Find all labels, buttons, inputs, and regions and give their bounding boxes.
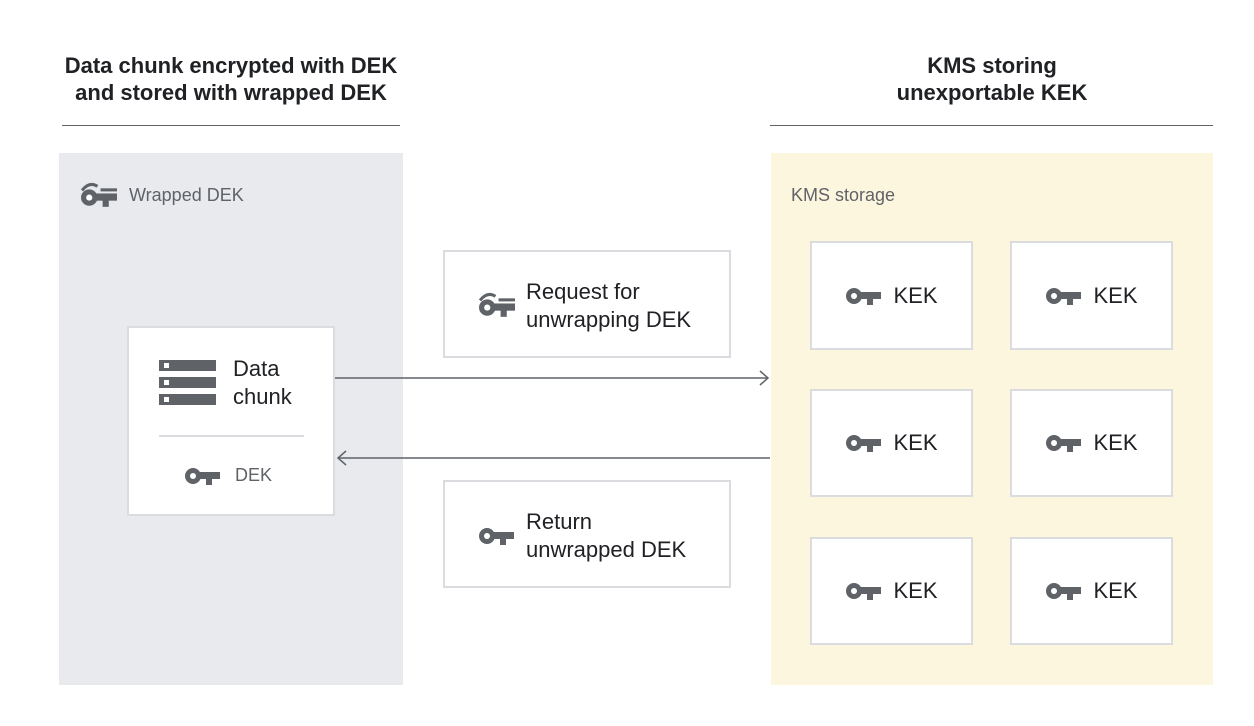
- key-icon: [845, 285, 881, 307]
- arrows: [335, 370, 770, 466]
- kek-label: KEK: [1093, 430, 1138, 455]
- divider-left: [62, 125, 400, 126]
- arrow-head-right: [759, 370, 770, 386]
- kek-box: KEK: [810, 241, 973, 350]
- kek-box: KEK: [1010, 537, 1173, 645]
- wrapped-dek-label: Wrapped DEK: [129, 185, 244, 205]
- left-title-line1: Data chunk encrypted with DEK: [64, 53, 398, 78]
- request-line1: Request for: [526, 279, 640, 304]
- request-line2: unwrapping DEK: [526, 307, 692, 332]
- kek-box: KEK: [1010, 241, 1173, 350]
- key-icon: [845, 580, 881, 602]
- request-box: Request for unwrapping DEK: [443, 250, 731, 358]
- kek-box: KEK: [1010, 389, 1173, 497]
- dek-label: DEK: [235, 465, 273, 485]
- kek-label: KEK: [1093, 282, 1138, 308]
- kek-label: KEK: [1093, 578, 1138, 603]
- key-icon: [845, 432, 881, 454]
- kek-label: KEK: [893, 282, 938, 308]
- data-chunk-box: Data chunk DEK: [127, 326, 335, 516]
- key-icon: [1045, 432, 1081, 454]
- right-title: KMS storing unexportable KEK: [780, 52, 1204, 106]
- kek-box: KEK: [810, 389, 973, 497]
- right-title-line2: unexportable KEK: [896, 80, 1088, 105]
- dek-key-icon: [184, 465, 220, 487]
- wrapped-key-icon: [80, 180, 117, 209]
- kek-label: KEK: [893, 430, 938, 455]
- right-title-line1: KMS storing: [927, 53, 1057, 78]
- left-title-line2: and stored with wrapped DEK: [75, 80, 387, 105]
- kek-box: KEK: [810, 537, 973, 645]
- key-icon: [1045, 285, 1081, 307]
- data-chunk-icon: [159, 360, 216, 405]
- divider-right: [770, 125, 1213, 126]
- kek-label: KEK: [893, 578, 938, 603]
- wrapped-key-icon: [478, 290, 515, 319]
- return-box: Return unwrapped DEK: [443, 480, 731, 588]
- key-icon: [1045, 580, 1081, 602]
- data-chunk-line2: chunk: [233, 384, 292, 409]
- return-line1: Return: [526, 509, 593, 534]
- box-divider: [159, 435, 304, 437]
- left-title: Data chunk encrypted with DEK and stored…: [40, 52, 422, 106]
- kms-storage-label: KMS storage: [791, 185, 896, 205]
- return-line2: unwrapped DEK: [526, 537, 687, 562]
- arrow-head-left: [336, 450, 347, 466]
- key-icon: [478, 525, 514, 547]
- data-chunk-line1: Data: [233, 356, 280, 381]
